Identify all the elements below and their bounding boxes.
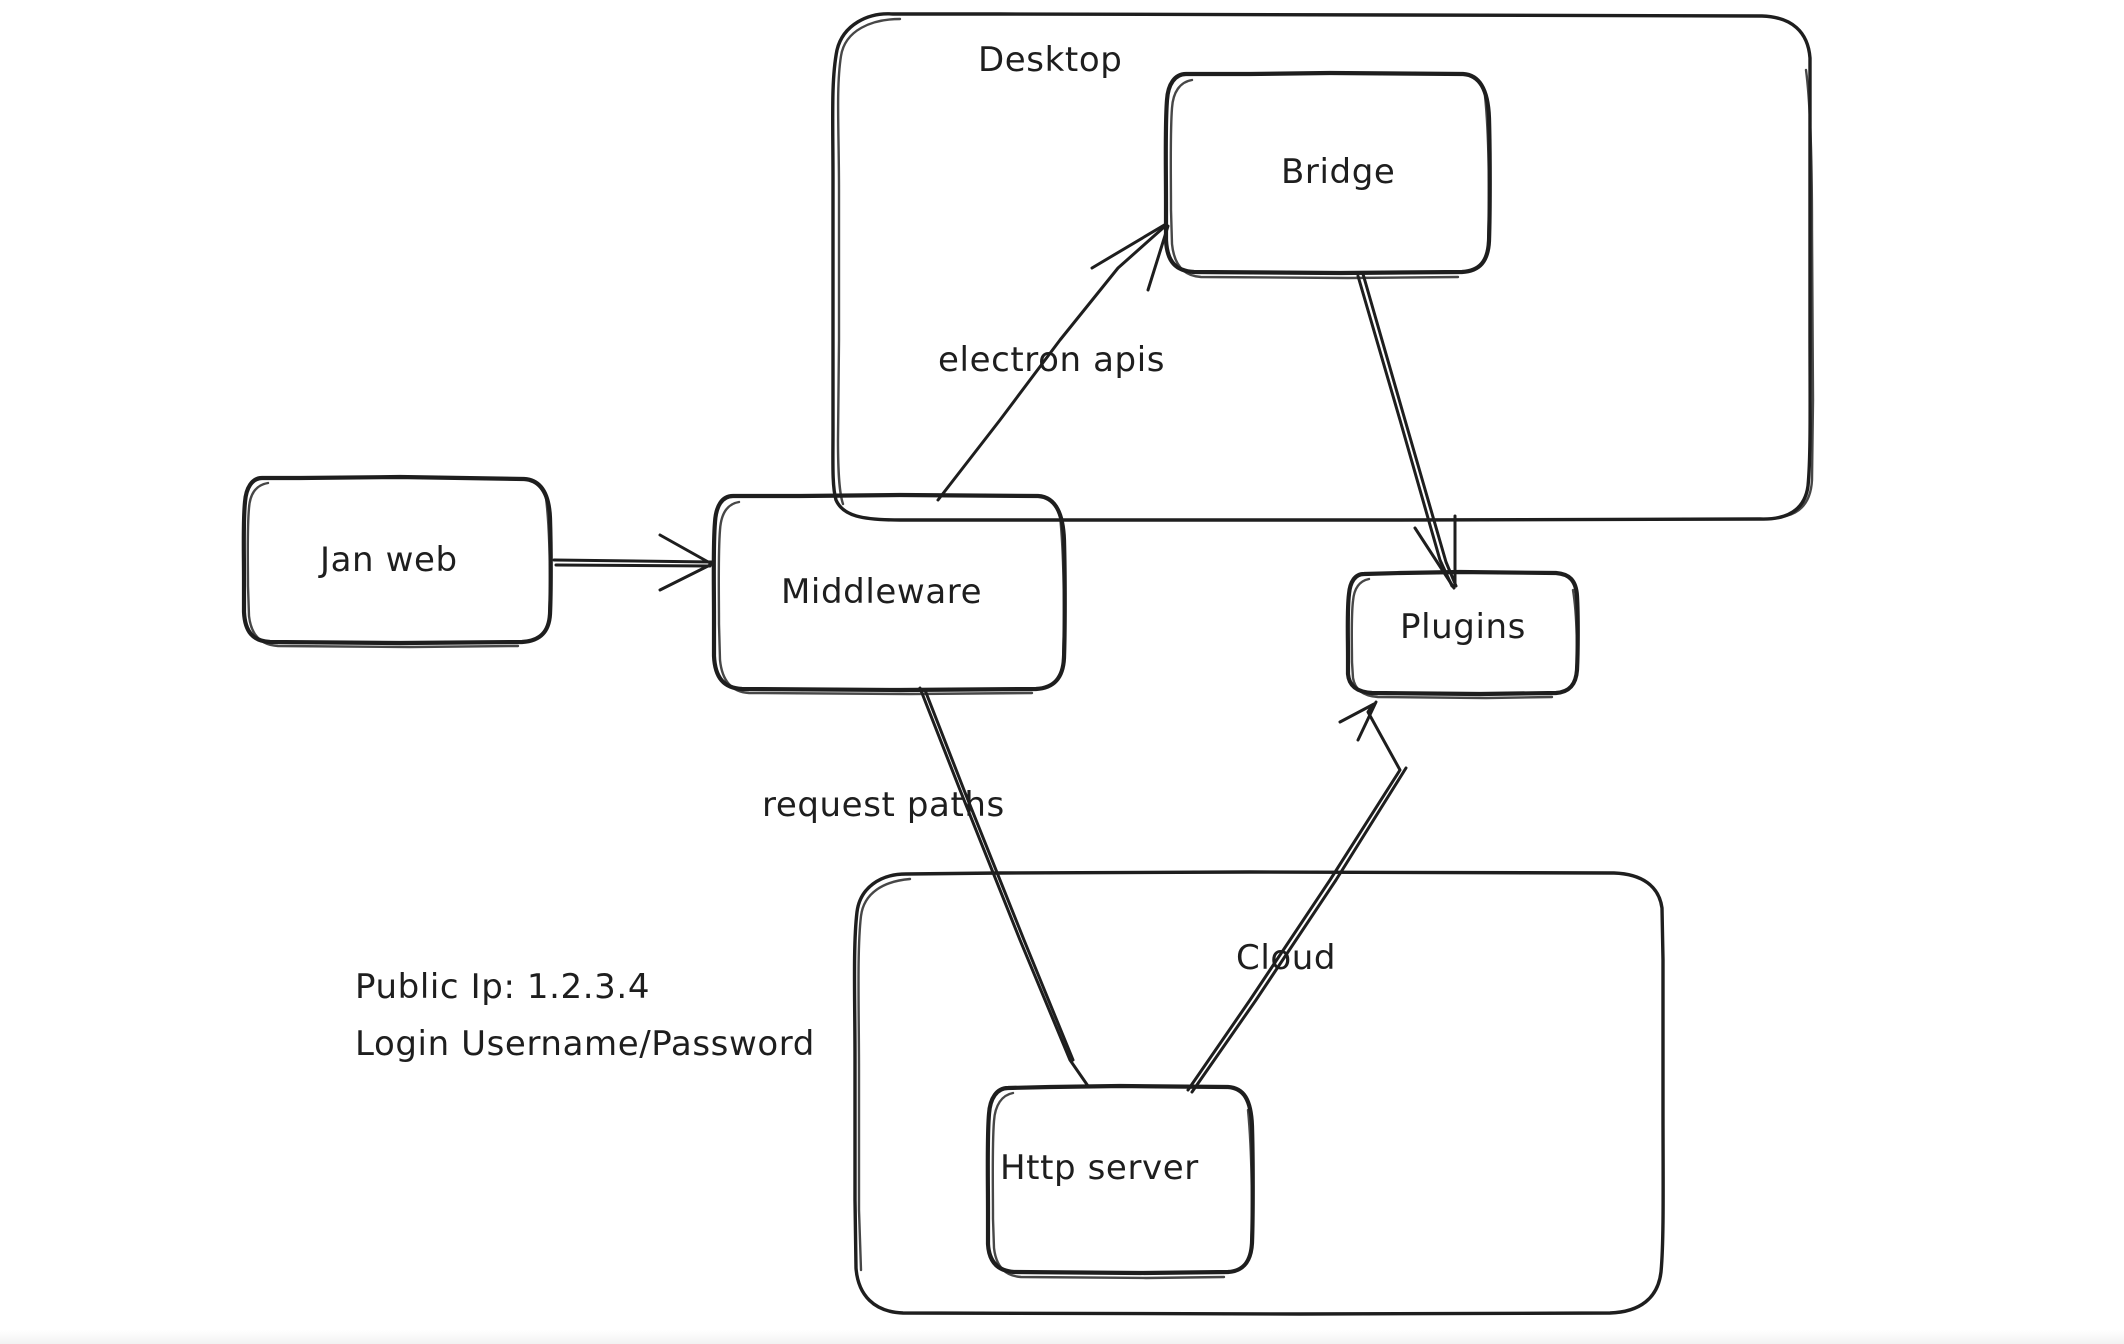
node-plugins[interactable] <box>1345 569 1580 700</box>
edge-janweb-middleware[interactable] <box>552 533 714 592</box>
edge-httpserver-plugins[interactable] <box>1186 700 1408 1094</box>
node-label-plugins: Plugins <box>1400 607 1526 647</box>
container-cloud[interactable] <box>852 870 1665 1316</box>
edge-middleware-httpserver[interactable] <box>918 686 1090 1088</box>
edge-label-cloud: Cloud <box>1236 938 1337 978</box>
node-label-jan-web: Jan web <box>320 540 458 580</box>
node-label-middleware: Middleware <box>781 572 983 612</box>
note-login-credentials: Login Username/Password <box>355 1024 815 1064</box>
container-desktop[interactable] <box>830 12 1815 522</box>
node-http-server[interactable] <box>985 1083 1255 1280</box>
node-jan-web[interactable] <box>241 474 553 649</box>
edge-middleware-bridge[interactable] <box>936 222 1170 502</box>
edge-bridge-plugins[interactable] <box>1356 272 1458 590</box>
edge-label-electron-apis: electron apis <box>938 340 1166 380</box>
node-bridge[interactable] <box>1163 70 1492 280</box>
node-label-http-server: Http server <box>1000 1148 1199 1188</box>
node-label-bridge: Bridge <box>1281 152 1396 192</box>
node-middleware[interactable] <box>711 492 1067 696</box>
edge-label-request-paths: request paths <box>762 785 1005 825</box>
note-public-ip: Public Ip: 1.2.3.4 <box>355 967 651 1007</box>
container-label-desktop: Desktop <box>978 40 1123 80</box>
